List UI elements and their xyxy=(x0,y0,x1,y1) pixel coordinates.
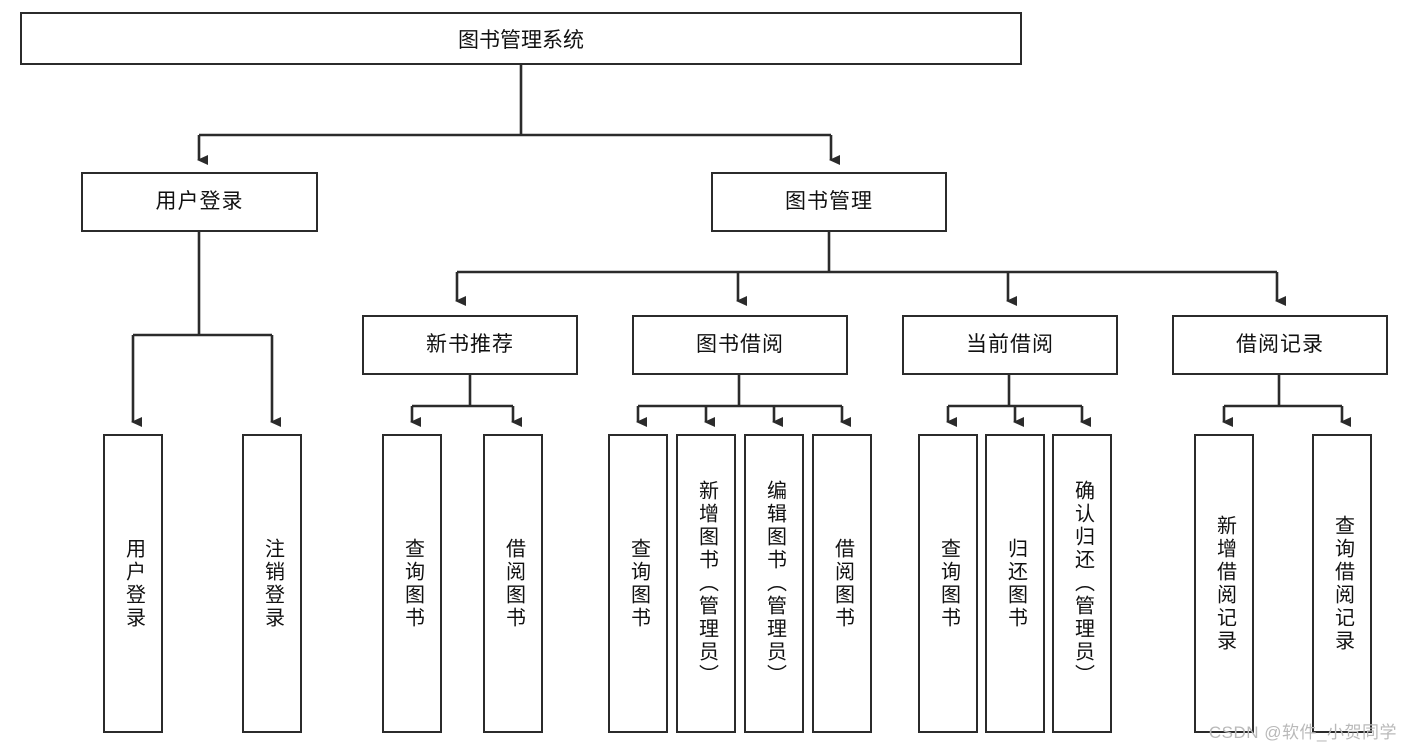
leaf-current-return-book[interactable]: 归还图书 xyxy=(985,434,1045,733)
leaf-label: 编辑图书（管理员） xyxy=(763,480,786,687)
node-root-label: 图书管理系统 xyxy=(458,28,584,52)
leaf-label: 借阅图书 xyxy=(502,537,525,630)
node-book-borrow-label: 图书借阅 xyxy=(696,333,784,357)
node-book-management-label: 图书管理 xyxy=(785,190,873,214)
leaf-label: 归还图书 xyxy=(1004,537,1027,630)
node-user-login[interactable]: 用户登录 xyxy=(81,172,318,232)
leaf-label: 确认归还（管理员） xyxy=(1071,480,1094,687)
node-borrow-record[interactable]: 借阅记录 xyxy=(1172,315,1388,375)
leaf-borrow-edit-book[interactable]: 编辑图书（管理员） xyxy=(744,434,804,733)
node-new-book-recommend[interactable]: 新书推荐 xyxy=(362,315,578,375)
node-root[interactable]: 图书管理系统 xyxy=(20,12,1022,65)
leaf-record-add-record[interactable]: 新增借阅记录 xyxy=(1194,434,1254,733)
leaf-user-login-signout[interactable]: 注销登录 xyxy=(242,434,302,733)
leaf-user-login-signin[interactable]: 用户登录 xyxy=(103,434,163,733)
leaf-label: 新增借阅记录 xyxy=(1213,514,1236,653)
watermark: CSDN @软件_小贺同学 xyxy=(1208,723,1397,742)
leaf-label: 借阅图书 xyxy=(831,537,854,630)
leaf-label: 用户登录 xyxy=(122,537,145,630)
node-new-book-recommend-label: 新书推荐 xyxy=(426,333,514,357)
leaf-label: 新增图书（管理员） xyxy=(695,480,718,687)
leaf-record-query-record[interactable]: 查询借阅记录 xyxy=(1312,434,1372,733)
leaf-current-confirm-return[interactable]: 确认归还（管理员） xyxy=(1052,434,1112,733)
leaf-borrow-query-book[interactable]: 查询图书 xyxy=(608,434,668,733)
leaf-label: 查询图书 xyxy=(401,537,424,630)
leaf-label: 注销登录 xyxy=(261,537,284,630)
leaf-label: 查询图书 xyxy=(627,537,650,630)
leaf-label: 查询借阅记录 xyxy=(1331,514,1354,653)
node-user-login-label: 用户登录 xyxy=(155,190,244,214)
leaf-label: 查询图书 xyxy=(937,537,960,630)
leaf-borrow-borrow-book[interactable]: 借阅图书 xyxy=(812,434,872,733)
leaf-current-query-book[interactable]: 查询图书 xyxy=(918,434,978,733)
node-book-management[interactable]: 图书管理 xyxy=(711,172,947,232)
node-current-borrow[interactable]: 当前借阅 xyxy=(902,315,1118,375)
node-book-borrow[interactable]: 图书借阅 xyxy=(632,315,848,375)
node-current-borrow-label: 当前借阅 xyxy=(966,333,1054,357)
leaf-recommend-query-book[interactable]: 查询图书 xyxy=(382,434,442,733)
leaf-borrow-add-book[interactable]: 新增图书（管理员） xyxy=(676,434,736,733)
leaf-recommend-borrow-book[interactable]: 借阅图书 xyxy=(483,434,543,733)
node-borrow-record-label: 借阅记录 xyxy=(1236,333,1324,357)
